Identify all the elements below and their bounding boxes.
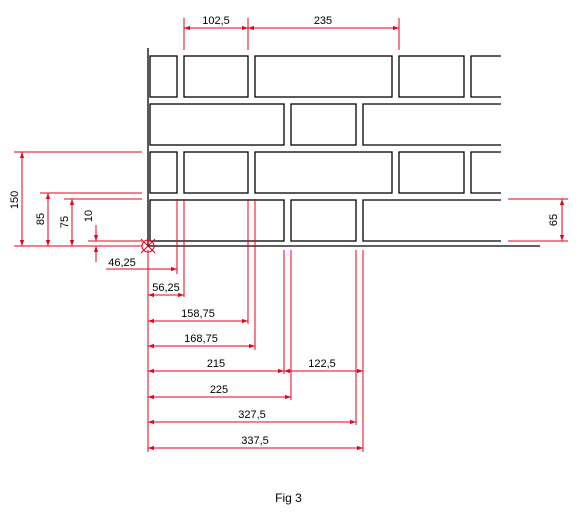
brick-course2-1: [149, 103, 285, 146]
brick-course1-3: [254, 55, 393, 98]
dimension-labels: 102,5 235 150 85 75 10 65 46,25 56,25 15…: [9, 15, 560, 447]
dim-label-46-25: 46,25: [108, 257, 136, 269]
dim-label-102-5: 102,5: [202, 15, 230, 27]
dim-label-327-5: 327,5: [238, 409, 266, 421]
brick-course1-1: [149, 55, 178, 98]
brick-course3-3: [254, 151, 393, 194]
dim-label-225: 225: [210, 384, 228, 396]
brick-course4-1: [149, 199, 285, 242]
brick-course2-2: [290, 103, 357, 146]
dim-label-10: 10: [83, 210, 95, 222]
dim-label-337-5: 337,5: [241, 435, 269, 447]
dim-label-122-5: 122,5: [308, 358, 336, 370]
dim-label-56-25: 56,25: [152, 282, 180, 294]
brick-wall: [147, 48, 540, 247]
brick-course3-5: [470, 151, 501, 194]
dim-label-215: 215: [207, 358, 225, 370]
brick-course1-5: [470, 55, 501, 98]
dim-label-235: 235: [314, 15, 332, 27]
dim-label-150: 150: [9, 191, 21, 209]
brick-course3-1: [149, 151, 178, 194]
brick-course1-4: [398, 55, 465, 98]
brick-course4-2: [290, 199, 357, 242]
dim-label-158-75: 158,75: [181, 308, 215, 320]
brick-course2-3: [362, 103, 501, 146]
brick-course3-2: [183, 151, 249, 194]
dimension-lines: [14, 18, 568, 452]
figure-caption: Fig 3: [275, 491, 302, 505]
dim-label-75: 75: [59, 216, 71, 228]
dim-label-168-75: 168,75: [184, 333, 218, 345]
brick-course4-3: [362, 199, 501, 242]
brick-course3-4: [398, 151, 465, 194]
dim-label-65: 65: [548, 214, 560, 226]
dim-label-85: 85: [35, 213, 47, 225]
brick-course1-2: [183, 55, 249, 98]
